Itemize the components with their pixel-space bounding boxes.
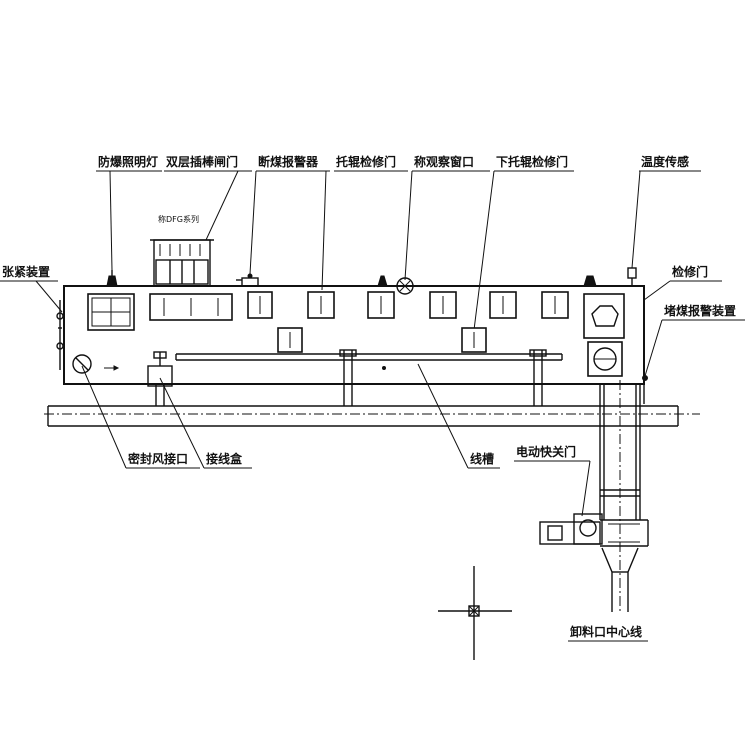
double-gate-window (149, 293, 233, 321)
label-temp-sensor: 温度传感 (641, 154, 689, 169)
idler-inspection-windows (247, 291, 569, 319)
gate-plate-text: 称DFG系列 (158, 214, 199, 224)
top-devices (106, 267, 637, 295)
label-seal-air-inlet: 密封风接口 (128, 451, 188, 466)
left-inspection-panel (87, 293, 135, 331)
blockage-alarm-marker (642, 375, 648, 381)
label-discharge-centerline: 卸料口中心线 (570, 624, 642, 639)
label-idler-inspection-door: 托辊检修门 (336, 154, 396, 169)
label-inspection-door: 检修门 (672, 264, 708, 279)
label-coal-break-alarm: 断煤报警器 (258, 154, 319, 169)
label-blockage-alarm: 堵煤报警装置 (664, 303, 736, 318)
support-legs (155, 349, 547, 406)
discharge-chute (599, 380, 645, 612)
leader-lines (35, 170, 671, 517)
head-inspection-door (583, 293, 625, 377)
feeder-housing (63, 285, 645, 385)
seal-air-inlet (72, 354, 120, 374)
electric-gate (539, 513, 649, 547)
label-lower-idler-door: 下托辊检修门 (496, 154, 568, 169)
foundation (44, 405, 700, 427)
lower-idler-windows (277, 327, 487, 353)
double-gate-assembly: 称DFG系列 (150, 214, 214, 287)
label-double-gate: 双层插棒闸门 (166, 154, 238, 169)
tension-device (56, 300, 64, 370)
label-underlines (0, 170, 745, 642)
cable-trough (175, 353, 563, 370)
label-weighing-window: 称观察窗口 (414, 154, 474, 169)
center-mark (438, 566, 512, 660)
label-electric-gate: 电动快关门 (516, 444, 576, 459)
label-cable-trough: 线槽 (470, 451, 494, 466)
label-tension-device: 张紧装置 (2, 264, 50, 279)
junction-box (147, 351, 173, 387)
label-junction-box: 接线盒 (206, 451, 243, 466)
label-explosion-proof-light: 防爆照明灯 (98, 154, 158, 169)
discharge-funnel (601, 547, 639, 612)
